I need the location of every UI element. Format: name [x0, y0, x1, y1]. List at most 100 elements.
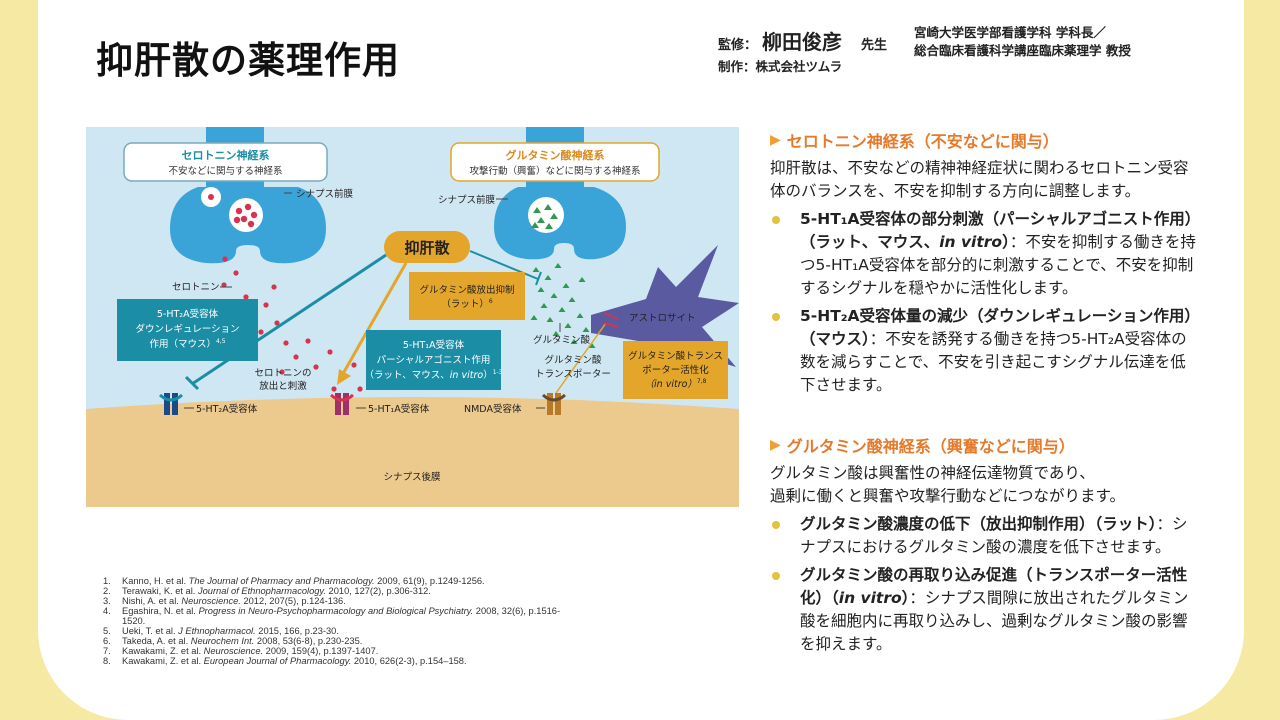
serotonin-heading-text: セロトニン神経系（不安などに関与）: [786, 132, 1059, 151]
ht1a-receptor: [329, 393, 355, 415]
reference-item: 5.Ueki, T. et al. J Ethnopharmacol. 2015…: [103, 626, 563, 636]
glutamate-box-title: グルタミン酸神経系: [506, 148, 605, 162]
ht2a-box-line-3: 作用（マウス）: [149, 338, 216, 350]
reference-journal: Progress in Neuro-Psychopharmacology and…: [198, 606, 474, 616]
reference-details: 2010, 127(2), p.306-312.: [325, 586, 431, 596]
ht2a-box-ref: 4,5: [216, 338, 226, 345]
ht1a-box-ref: 1-3: [493, 369, 503, 376]
presynaptic-label-2: シナプス前膜: [438, 194, 496, 206]
bullet-ht1a-head-a: 5-HT₁A受容体の部分刺激（パーシャルアゴニスト作用）: [800, 210, 1201, 228]
transporter-label-2: トランスポーター: [535, 369, 611, 380]
glutamate-intro-line-2: 過剰に働くと興奮や攻撃行動などにつながります。: [770, 487, 1125, 505]
svg-text:（ラット、マウス、in vitro）1-3: （ラット、マウス、in vitro）1-3: [364, 369, 502, 381]
reference-details: 2008, 32(6), p.1516-1520.: [122, 606, 561, 626]
glutamate-box-subtitle: 攻撃行動（興奮）などに関与する神経系: [469, 165, 640, 177]
affiliation-line-2: 総合臨床看護科学講座臨床薬理学 教授: [914, 43, 1131, 58]
mechanism-diagram: セロトニン神経系 不安などに関与する神経系 グルタミン酸神経系 攻撃行動（興奮）…: [86, 127, 739, 507]
bullet-release-body: ：シナプスにおけるグルタミン酸の濃度を低下させます。: [800, 515, 1188, 556]
bullet-reuptake: グルタミン酸の再取り込み促進（トランスポーター活性化）（in vitro）：シナ…: [770, 564, 1200, 656]
serotonin-vesicle: [229, 198, 263, 232]
drug-label: 抑肝散: [404, 239, 450, 257]
glutamate-section-heading: ▶ グルタミン酸神経系（興奮などに関与）: [770, 433, 1200, 457]
reference-journal: Journal of Ethnopharmacology.: [197, 586, 326, 596]
reference-item: 2. Terawaki, K. et al. Journal of Ethnoph…: [103, 586, 563, 596]
reference-number: 1.: [103, 576, 111, 586]
reference-journal: The Journal of Pharmacy and Pharmacology…: [188, 576, 375, 586]
play-arrow-icon: ▶: [770, 132, 781, 148]
nmda-receptor: [541, 393, 567, 415]
ht1a-agonist-box: 5-HT₁A受容体 パーシャルアゴニスト作用 （ラット、マウス、in vitro…: [364, 330, 503, 390]
reference-number: 8.: [103, 656, 111, 666]
ht2a-box-line-1: 5-HT₂A受容体: [157, 308, 219, 320]
release-box-ref: 6: [489, 298, 493, 305]
ht1a-box-line-1: 5-HT₁A受容体: [403, 339, 465, 351]
reference-journal: Neurochem Int.: [190, 636, 255, 646]
reference-authors: Ueki, T. et al.: [122, 626, 179, 636]
reference-item: 6. Takeda, A. et al. Neurochem Int. 2008,…: [103, 636, 563, 646]
glutamate-label: グルタミン酸: [533, 334, 591, 346]
reference-authors: Egashira, N. et al.: [122, 606, 199, 616]
bullet-dot-icon: [772, 521, 780, 529]
svg-text:作用（マウス）4,5: 作用（マウス）4,5: [149, 338, 225, 350]
reference-text: Kawakami, Z. et al. Neuroscience. 2009, …: [122, 646, 563, 656]
explanation-panel: ▶ セロトニン神経系（不安などに関与） 抑肝散は、不安などの精神神経症状に関わる…: [770, 128, 1200, 656]
reference-authors: Takeda, A. et al.: [122, 636, 191, 646]
reference-item: 1. Kanno, H. et al. The Journal of Pharma…: [103, 576, 563, 586]
reference-item: 7.Kawakami, Z. et al. Neuroscience. 2009…: [103, 646, 563, 656]
ht2a-box-line-2: ダウンレギュレーション: [135, 323, 239, 335]
receptor-1a-label: 5-HT₁A受容体: [368, 403, 430, 415]
reference-text: Nishi, A. et al. Neuroscience. 2012, 207…: [122, 596, 563, 606]
reference-number: 2.: [103, 586, 111, 596]
bullet-ht1a-body: ：不安を抑制する働きを持つ5-HT₁A受容体を部分的に刺激することで、不安を抑制…: [800, 233, 1196, 297]
supervisor-suffix: 先生: [861, 38, 888, 53]
supervision-label: 監修：: [718, 38, 758, 53]
serotonin-intro: 抑肝散は、不安などの精神神経症状に関わるセロトニン受容体のバランスを、不安を抑制…: [770, 159, 1189, 200]
transporter-line: [555, 322, 607, 394]
bullet-reuptake-body: ：シナプス間隙に放出されたグルタミン酸を細胞内に再取り込みし、過剰なグルタミン酸…: [800, 589, 1189, 653]
receptor-nmda-label: NMDA受容体: [464, 403, 522, 415]
bullet-dot-icon: [772, 216, 780, 224]
serotonin-section-heading: ▶ セロトニン神経系（不安などに関与）: [770, 128, 1200, 152]
release-inhibition-line: [469, 250, 539, 280]
agonist-arrow-1a: [342, 262, 408, 373]
reference-authors: Nishi, A. et al.: [122, 596, 182, 606]
serotonin-box-subtitle: 不安などに関与する神経系: [168, 165, 282, 177]
reference-text: Kanno, H. et al. The Journal of Pharmacy…: [122, 576, 563, 586]
receptor-2a-label: 5-HT₂A受容体: [196, 403, 258, 415]
ht2a-receptor: [158, 393, 184, 415]
bullet-release: グルタミン酸濃度の低下（放出抑制作用）（ラット）：シナプスにおけるグルタミン酸の…: [770, 513, 1200, 559]
serotonin-label: セロトニン: [172, 282, 220, 293]
reference-text: Kawakami, Z. et al. European Journal of …: [122, 656, 563, 666]
ht1a-box-line-3c: ）: [483, 369, 493, 381]
serotonin-box-title: セロトニン神経系: [182, 148, 270, 162]
transporter-box-line-1: グルタミン酸トランス: [628, 350, 723, 362]
affiliation-line-1: 宮崎大学医学部看護学科 学科長／: [914, 25, 1106, 40]
ht1a-box-line-3b: in vitro: [450, 370, 484, 381]
reference-number: 6.: [103, 636, 111, 646]
ht1a-box-line-3a: （ラット、マウス、: [364, 369, 449, 381]
serotonin-system-box: セロトニン神経系 不安などに関与する神経系: [123, 142, 328, 182]
reference-authors: Kawakami, Z. et al.: [122, 656, 204, 666]
glutamate-intro: グルタミン酸は興奮性の神経伝達物質であり、 過剰に働くと興奮や攻撃行動などにつな…: [770, 462, 1200, 508]
reference-journal: Neuroscience.: [203, 646, 264, 656]
reference-item: 4. Egashira, N. et al. Progress in Neuro-…: [103, 606, 563, 626]
reference-text: Terawaki, K. et al. Journal of Ethnophar…: [122, 586, 563, 596]
reference-authors: Terawaki, K. et al.: [122, 586, 198, 596]
bullet-ht2a: 5-HT₂A受容体量の減少（ダウンレギュレーション作用）（マウス）：不安を誘発す…: [770, 305, 1200, 397]
astrocyte-label: アストロサイト: [629, 313, 696, 324]
reference-details: 2010, 626(2-3), p.154–158.: [351, 656, 467, 666]
reference-details: 2008, 53(6-8), p.230-235.: [254, 636, 363, 646]
bullet-ht2a-head: 5-HT₂A受容体量の減少（ダウンレギュレーション作用）（マウス）: [800, 307, 1200, 348]
bullet-dot-icon: [772, 572, 780, 580]
reference-text: Ueki, T. et al. J Ethnopharmacol. 2015, …: [122, 626, 563, 636]
release-label-1: セロトニンの: [254, 368, 311, 379]
svg-text:（ラット）6: （ラット）6: [441, 298, 493, 310]
reference-item: 8. Kawakami, Z. et al. European Journal o…: [103, 656, 563, 666]
inhibition-line-2a: [191, 253, 387, 386]
page-title: 抑肝散の薬理作用: [96, 39, 400, 82]
bullet-ht1a: 5-HT₁A受容体の部分刺激（パーシャルアゴニスト作用）（ラット、マウス、in …: [770, 208, 1200, 300]
reference-number: 4.: [103, 606, 111, 616]
glutamate-intro-line-1: グルタミン酸は興奮性の神経伝達物質であり、: [770, 464, 1095, 482]
bullet-reuptake-head-b: in vitro: [838, 589, 902, 607]
reference-details: 2012, 207(5), p.124-136.: [240, 596, 346, 606]
